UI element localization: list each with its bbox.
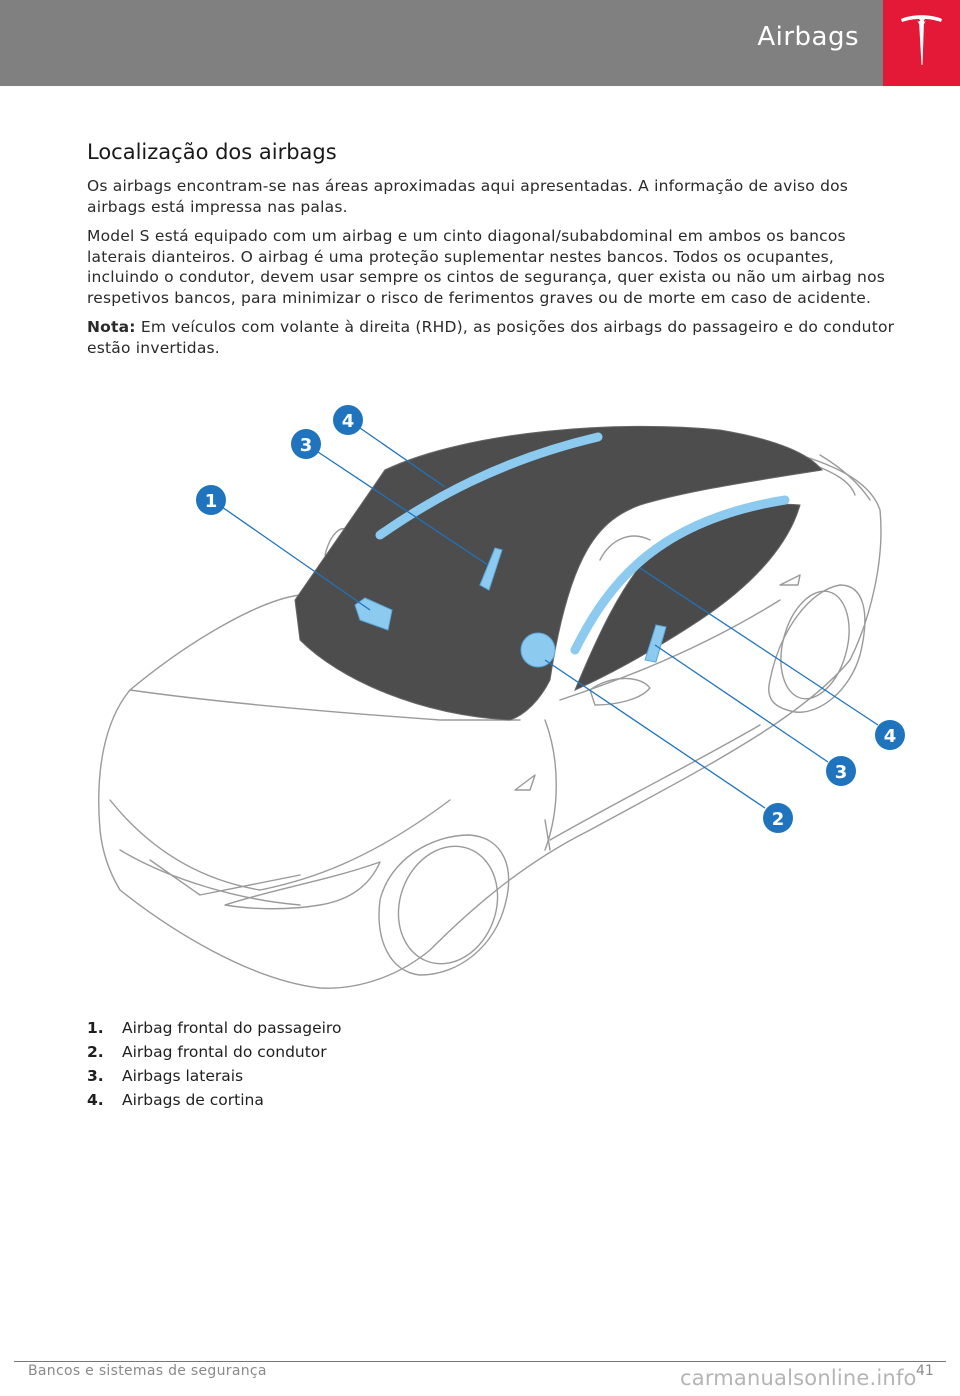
callout-4-bottom-label: 4: [884, 726, 897, 747]
page-number: 41: [916, 1363, 934, 1379]
note-label: Nota:: [87, 318, 136, 336]
note-paragraph: Nota: Em veículos com volante à direita …: [87, 317, 907, 358]
airbag-legend: 1. Airbag frontal do passageiro 2. Airbag …: [87, 1016, 341, 1112]
legend-number: 4.: [87, 1091, 104, 1109]
tesla-logo-icon: [901, 15, 942, 65]
legend-text: Airbag frontal do condutor: [122, 1043, 327, 1061]
callout-2-label: 2: [772, 809, 785, 830]
legend-text: Airbags de cortina: [122, 1091, 264, 1109]
callout-2: 2: [763, 803, 793, 833]
callout-4-bottom: 4: [875, 720, 905, 750]
main-content: Localização dos airbags Os airbags encon…: [87, 140, 907, 367]
note-text: Em veículos com volante à direita (RHD),…: [87, 318, 895, 357]
seatbelt-paragraph: Model S está equipado com um airbag e um…: [87, 227, 886, 307]
callout-3-top-label: 3: [300, 435, 313, 456]
legend-text: Airbag frontal do passageiro: [122, 1019, 342, 1037]
header-bar: [0, 0, 883, 86]
intro-paragraph: Os airbags encontram-se nas áreas aproxi…: [87, 177, 849, 216]
watermark: carmanualsonline.info: [680, 1366, 917, 1390]
callout-3-bottom-label: 3: [835, 762, 848, 783]
legend-number: 3.: [87, 1067, 104, 1085]
legend-item: 4. Airbags de cortina: [87, 1088, 341, 1112]
footer-divider: [14, 1361, 946, 1362]
callout-1-label: 1: [205, 491, 218, 512]
legend-number: 1.: [87, 1019, 104, 1037]
callout-3-top: 3: [291, 429, 321, 459]
brand-logo: [883, 0, 960, 86]
page-header-title: Airbags: [757, 22, 859, 52]
callout-3-bottom: 3: [826, 756, 856, 786]
callout-1: 1: [196, 485, 226, 515]
callout-4-top: 4: [333, 405, 363, 435]
car-illustration: 1 3 4 4 3 2: [98, 405, 905, 989]
legend-item: 2. Airbag frontal do condutor: [87, 1040, 341, 1064]
legend-text: Airbags laterais: [122, 1067, 244, 1085]
section-heading: Localização dos airbags: [87, 140, 337, 164]
legend-item: 1. Airbag frontal do passageiro: [87, 1016, 341, 1040]
legend-number: 2.: [87, 1043, 104, 1061]
callout-4-top-label: 4: [342, 411, 355, 432]
airbag-location-figure: 1 3 4 4 3 2: [87, 395, 917, 1000]
legend-item: 3. Airbags laterais: [87, 1064, 341, 1088]
footer-section-title: Bancos e sistemas de segurança: [28, 1363, 267, 1379]
